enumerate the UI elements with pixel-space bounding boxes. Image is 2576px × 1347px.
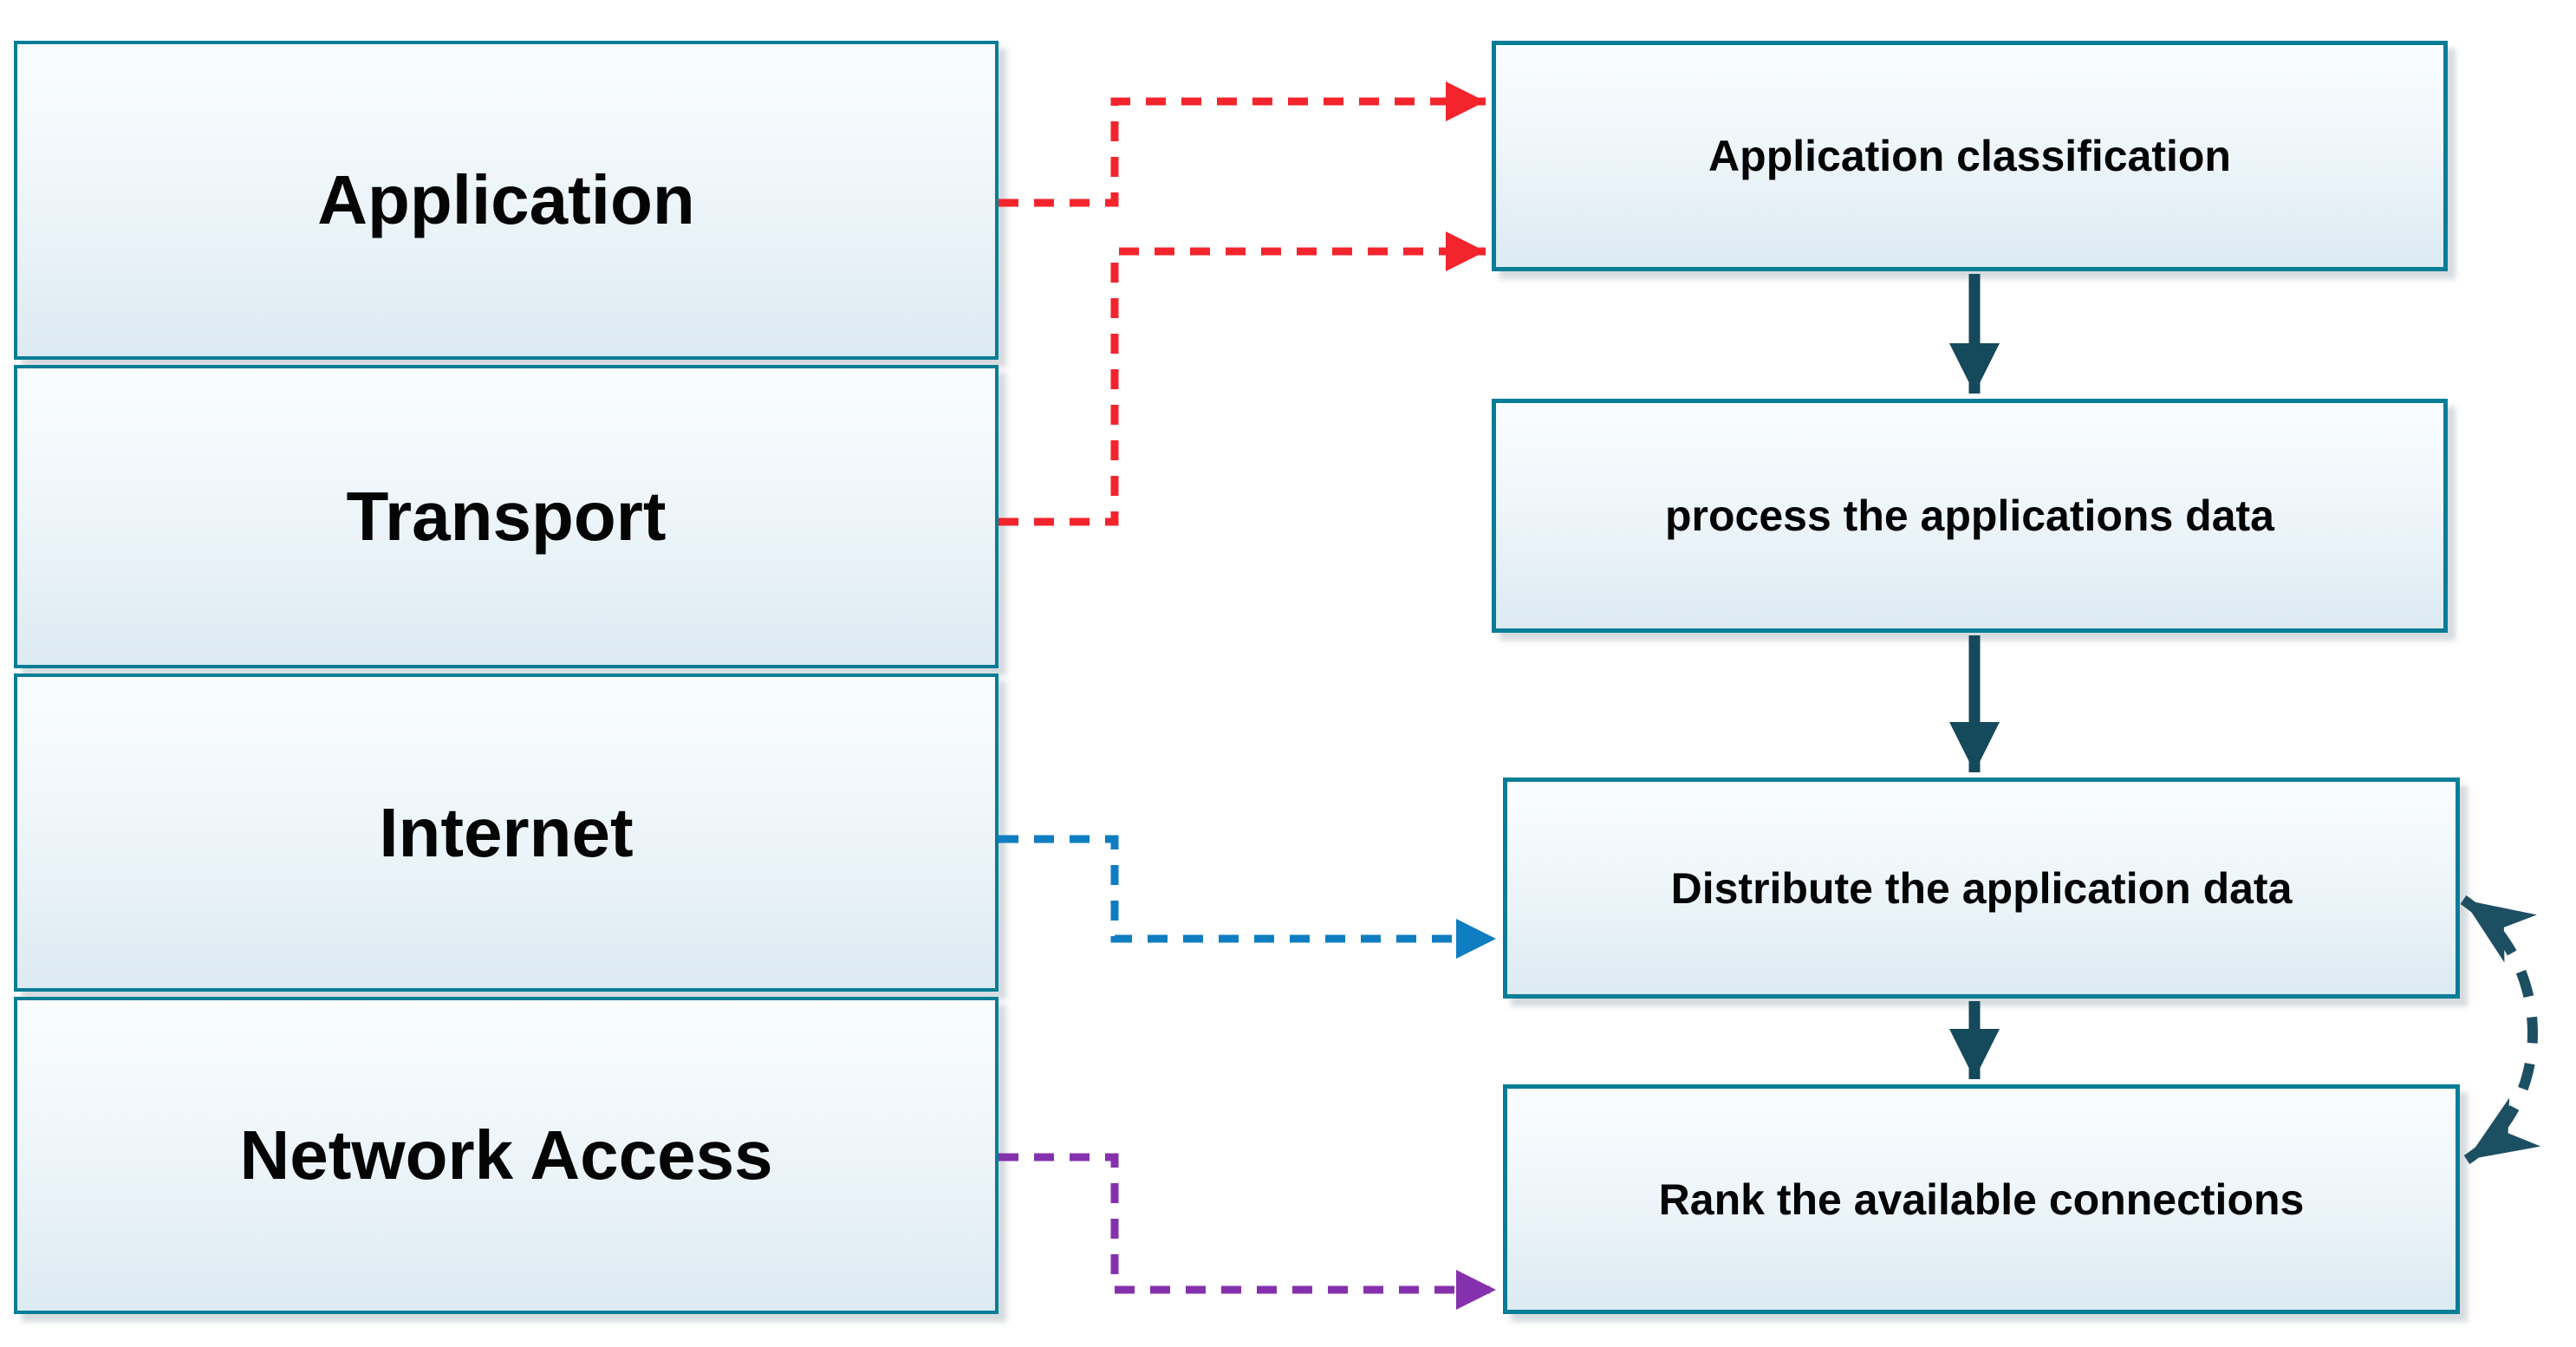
stack-layer-internet: Internet	[14, 674, 999, 992]
flow-box-distribute-application-data-label: Distribute the application data	[1670, 863, 2293, 913]
flow-box-process-applications-data-label: process the applications data	[1665, 491, 2274, 540]
flow-box-rank-available-connections: Rank the available connections	[1503, 1084, 2460, 1314]
stack-layer-network-access: Network Access	[14, 997, 999, 1314]
stack-layer-application: Application	[14, 41, 999, 360]
flow-box-application-classification-label: Application classification	[1708, 132, 2231, 180]
stack-layer-application-label: Application	[317, 161, 695, 238]
flow-box-application-classification: Application classification	[1492, 41, 2448, 271]
curved-dashed-arrow-rank-distribute-feedback	[2460, 895, 2541, 1165]
red-dashed-arrow-transport-to-classification	[999, 231, 1486, 526]
flow-box-distribute-application-data: Distribute the application data	[1503, 778, 2460, 999]
purple-dashed-arrow-network-access-to-rank	[999, 1153, 1496, 1310]
red-dashed-arrow-application-to-classification	[999, 81, 1486, 207]
stack-layer-transport: Transport	[14, 365, 999, 668]
stack-layer-transport-label: Transport	[346, 478, 667, 555]
stack-layer-network-access-label: Network Access	[239, 1116, 773, 1194]
flow-box-process-applications-data: process the applications data	[1492, 399, 2448, 633]
flow-box-rank-available-connections-label: Rank the available connections	[1658, 1175, 2305, 1224]
stack-layer-internet-label: Internet	[379, 793, 634, 871]
blue-dashed-arrow-internet-to-distribute	[999, 835, 1496, 959]
